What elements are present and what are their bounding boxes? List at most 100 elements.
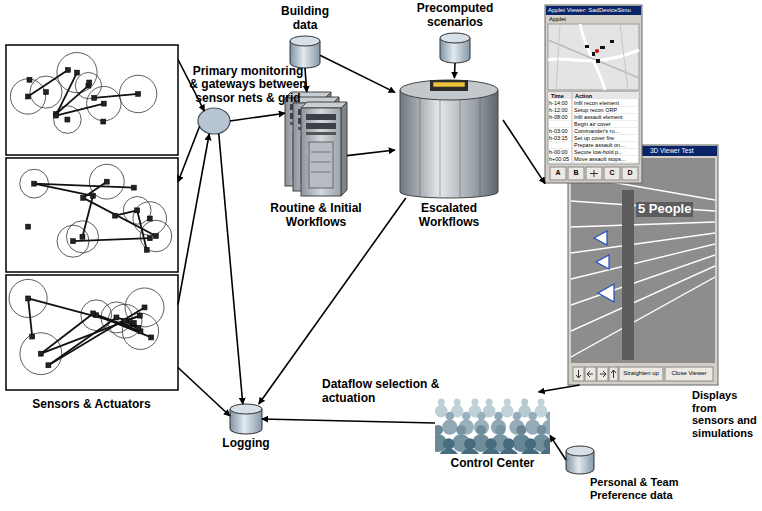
flow-arrow [550, 435, 566, 460]
text-label: h+00:05 [549, 156, 569, 162]
applet-window [572, 92, 573, 164]
control-center-people [443, 438, 455, 450]
applet-window [548, 148, 639, 149]
viewer-window [576, 370, 581, 378]
supercomputer [430, 80, 468, 91]
sensor-network-drawing [140, 220, 172, 252]
applet-window [595, 49, 599, 53]
label-anchor: Infil recon element [574, 100, 619, 106]
applet-window [548, 162, 639, 163]
applet-window [548, 24, 639, 90]
sensor-network-drawing [38, 351, 43, 356]
sensor-network-drawing [74, 70, 79, 75]
applet-window [548, 141, 639, 142]
flow-arrow [347, 150, 395, 156]
text-label: Time [551, 93, 564, 99]
applet-window [604, 167, 620, 180]
viewer-window [600, 371, 606, 377]
control-center-people [538, 399, 545, 406]
label-anchor: D [622, 169, 638, 177]
sensor-network-drawing [142, 305, 147, 310]
label-anchor: Action [575, 93, 592, 99]
label-anchor: h+00:05 [549, 156, 569, 162]
viewer-window [587, 371, 593, 377]
control-center-people [494, 412, 503, 421]
control-center-people [525, 438, 537, 450]
control-center-people [474, 419, 489, 434]
sensor-network-drawing [80, 234, 85, 239]
sensor-network-drawing [56, 86, 88, 115]
label-anchor: Applet Viewer: SadDeviceSimu [548, 7, 631, 14]
display-windows: Displays from sensors and simulations [545, 5, 718, 385]
viewer-window [596, 255, 609, 269]
node-label: Logging [206, 437, 286, 451]
text-label: Close Viewer [665, 370, 713, 377]
sensor-network-drawing [26, 224, 31, 229]
supercomputer [440, 99, 441, 197]
label-anchor: h-12:00 [549, 107, 568, 113]
supercomputer [400, 80, 498, 100]
label-anchor: Move assault stops... [574, 156, 626, 162]
sensor-network-drawing [149, 335, 154, 340]
control-center-people [491, 419, 506, 434]
viewer-window [571, 201, 715, 211]
viewer-window [571, 365, 715, 383]
control-center-people [442, 419, 457, 434]
sensor-network-drawing [27, 77, 32, 82]
viewer-window [609, 367, 618, 381]
applet-window [545, 5, 642, 183]
node-label: Building data [273, 5, 337, 33]
flow-arrow [178, 60, 204, 112]
sensor-network-drawing [133, 202, 167, 236]
text-label: B [568, 169, 584, 177]
sensor-network-drawing [112, 213, 117, 218]
viewer-window [571, 222, 715, 227]
sensor-network-drawing [81, 195, 86, 200]
control-center-people [537, 425, 547, 435]
applet-window [610, 40, 614, 43]
sensor-network-drawing [83, 198, 156, 236]
gateway-node: Primary monitoring & gateways between se… [198, 108, 230, 134]
sensor-network-drawing [41, 316, 140, 354]
viewer-window [571, 277, 715, 357]
sensor-network-drawing [82, 196, 93, 237]
database-cylinder: Precomputed scenarios [440, 33, 470, 63]
applet-window [550, 167, 566, 180]
control-center-people [544, 438, 550, 450]
sensor-network-drawing [20, 333, 62, 375]
sensor-network-drawing [131, 320, 136, 325]
control-center-people [503, 438, 515, 450]
sensor-network-drawing [137, 313, 142, 318]
flow-arrow [305, 68, 307, 92]
label-anchor: h-08:00 [549, 114, 568, 120]
sensor-network-drawing [53, 113, 58, 118]
sensor-network-drawing [153, 234, 158, 239]
viewer-window [571, 244, 715, 279]
control-center-people [513, 412, 522, 421]
flow-arrow [219, 134, 243, 404]
sensor-network-drawing [101, 119, 106, 124]
viewer-window [611, 370, 616, 378]
label-anchor: Infil assault element [574, 114, 623, 120]
control-center-people [438, 399, 445, 406]
text-label: h-03:00 [549, 128, 568, 134]
sensor-network-drawing [28, 70, 68, 97]
applet-window [596, 59, 600, 63]
text-label: Infil recon element [574, 100, 619, 106]
database-cylinder [290, 36, 320, 46]
label-anchor: h-03:00 [549, 128, 568, 134]
control-center-people [501, 405, 514, 418]
sensor-network-drawing [131, 185, 136, 190]
sensor-network-drawing [147, 236, 152, 241]
label-anchor: h-14:00 [549, 100, 568, 106]
sensor-network-drawing [87, 80, 92, 85]
label-anchor: Time [551, 93, 564, 99]
viewer-window [598, 284, 614, 302]
sensor-network-drawing [135, 208, 140, 213]
applet-window [548, 40, 639, 78]
server-towers [285, 92, 347, 196]
control-center-people [446, 412, 455, 421]
applet-window [548, 134, 639, 135]
server-towers [301, 102, 347, 196]
